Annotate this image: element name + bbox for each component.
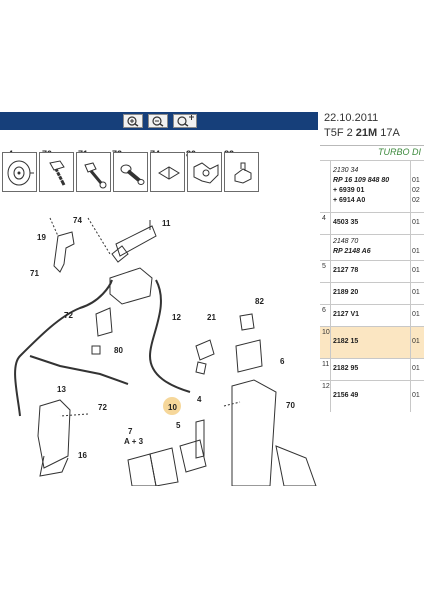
highlight-callout[interactable] xyxy=(163,397,181,415)
code-prefix: T5F 2 xyxy=(324,127,356,139)
part-reference: 2148 70 xyxy=(333,238,359,245)
part-quantity: 02 xyxy=(412,187,420,194)
catalog-frame: 4 70 71 72 74 80 82 xyxy=(0,112,424,486)
section-title-strip: TURBO DI xyxy=(320,145,424,160)
row-index: 4 xyxy=(322,215,326,222)
part-quantity: 01 xyxy=(412,365,420,372)
parts-row[interactable]: 2148 70 RP 2148 A6 01 xyxy=(320,234,424,260)
thumb-part-71[interactable] xyxy=(76,152,111,192)
part-quantity: 01 xyxy=(412,219,420,226)
bracket-icon xyxy=(193,162,219,184)
part-callout-72[interactable]: 72 xyxy=(64,311,73,320)
part-reference: 2127 78 xyxy=(333,267,359,274)
parts-row[interactable]: 2130 34 RP 16 109 848 80 01 + 6939 01 02 + 69… xyxy=(320,160,424,212)
row-index: 6 xyxy=(322,307,326,314)
part-callout-19[interactable]: 19 xyxy=(37,233,46,242)
part-reference: + 6939 01 xyxy=(333,187,365,194)
parts-row[interactable]: 4 4503 35 01 xyxy=(320,212,424,234)
part-callout-16[interactable]: 16 xyxy=(78,451,87,460)
thumb-part-82[interactable] xyxy=(224,152,259,192)
disc-icon xyxy=(7,160,34,186)
part-callout-72[interactable]: 72 xyxy=(98,403,107,412)
row-index: 5 xyxy=(322,263,326,270)
part-callout-6[interactable]: 6 xyxy=(280,357,285,366)
row-index: 11 xyxy=(322,361,330,368)
section-title: TURBO DI xyxy=(378,147,422,157)
part-quantity: 01 xyxy=(412,338,420,345)
code-suffix: 17A xyxy=(377,127,400,139)
part-callout-11[interactable]: 11 xyxy=(162,219,171,228)
pin-icon xyxy=(120,164,145,185)
diagram-toolbar xyxy=(0,112,318,130)
row-index: 10 xyxy=(322,329,330,336)
part-callout-7[interactable]: 7 xyxy=(128,427,133,436)
part-callout-74[interactable]: 74 xyxy=(73,216,82,225)
part-quantity: 01 xyxy=(412,289,420,296)
zoom-fit-icon xyxy=(177,115,194,127)
part-quantity: 01 xyxy=(412,311,420,318)
parts-row[interactable]: 2189 20 01 xyxy=(320,282,424,304)
part-callout-71[interactable]: 71 xyxy=(30,269,39,278)
part-callout-82[interactable]: 82 xyxy=(255,297,264,306)
code-bold: 21M xyxy=(355,127,378,139)
thumb-part-80[interactable] xyxy=(187,152,222,192)
row-index: 12 xyxy=(322,383,330,390)
clip-icon xyxy=(158,166,180,180)
zoom-in-button[interactable] xyxy=(123,114,143,128)
zoom-out-icon xyxy=(152,116,164,127)
part-callout-12[interactable]: 12 xyxy=(172,313,181,322)
part-callout-4[interactable]: 4 xyxy=(197,395,202,404)
thumb-part-74[interactable] xyxy=(150,152,185,192)
part-callout-10[interactable]: 10 xyxy=(168,403,177,412)
part-quantity: 02 xyxy=(412,197,420,204)
vehicle-code: T5F 2 21M 17A xyxy=(324,127,400,139)
clip-mount-icon xyxy=(234,162,252,184)
part-quantity: 01 xyxy=(412,267,420,274)
part-callout-13[interactable]: 13 xyxy=(57,385,66,394)
part-reference: 2130 34 xyxy=(333,167,359,174)
thumb-part-70[interactable] xyxy=(39,152,74,192)
part-reference: 2182 15 xyxy=(333,338,359,345)
nut-bolt-icon xyxy=(84,162,107,189)
part-reference: RP 2148 A6 xyxy=(333,248,371,255)
diagram-panel: 4 70 71 72 74 80 82 xyxy=(0,112,318,486)
thumb-part-72[interactable] xyxy=(113,152,148,192)
part-callout-A-3[interactable]: A + 3 xyxy=(124,437,144,446)
part-reference: RP 16 109 848 80 xyxy=(333,177,390,184)
part-thumbnails: 4 70 71 72 74 80 82 xyxy=(0,130,318,196)
part-callout-5[interactable]: 5 xyxy=(176,421,181,430)
catalog-date: 22.10.2011 xyxy=(324,112,379,124)
part-quantity: 01 xyxy=(412,392,420,399)
part-reference: + 6914 A0 xyxy=(333,197,366,204)
part-reference: 4503 35 xyxy=(333,219,359,226)
zoom-in-icon xyxy=(127,116,139,127)
part-reference: 2189 20 xyxy=(333,289,359,296)
part-callout-70[interactable]: 70 xyxy=(286,401,295,410)
part-quantity: 01 xyxy=(412,177,420,184)
part-reference: 2127 V1 xyxy=(333,311,360,318)
exploded-parts-diagram: 74 11 19 71 72 80 13 72 16 12 21 82 6 10 4 70 7A + 3 5 xyxy=(14,216,317,486)
part-quantity: 01 xyxy=(412,248,420,255)
parts-info-panel: 22.10.2011 T5F 2 21M 17A TURBO DI 2130 3… xyxy=(320,112,424,486)
part-reference: 2182 95 xyxy=(333,365,359,372)
zoom-out-button[interactable] xyxy=(148,114,168,128)
bolt-icon xyxy=(49,160,66,186)
part-callout-80[interactable]: 80 xyxy=(114,346,123,355)
zoom-fit-button[interactable] xyxy=(173,114,197,128)
thumb-part-4[interactable] xyxy=(2,152,37,192)
part-reference: 2156 49 xyxy=(333,392,359,399)
part-callout-21[interactable]: 21 xyxy=(207,313,216,322)
parts-row[interactable]: 5 2127 78 01 xyxy=(320,260,424,282)
parts-row[interactable]: 6 2127 V1 01 xyxy=(320,304,424,326)
